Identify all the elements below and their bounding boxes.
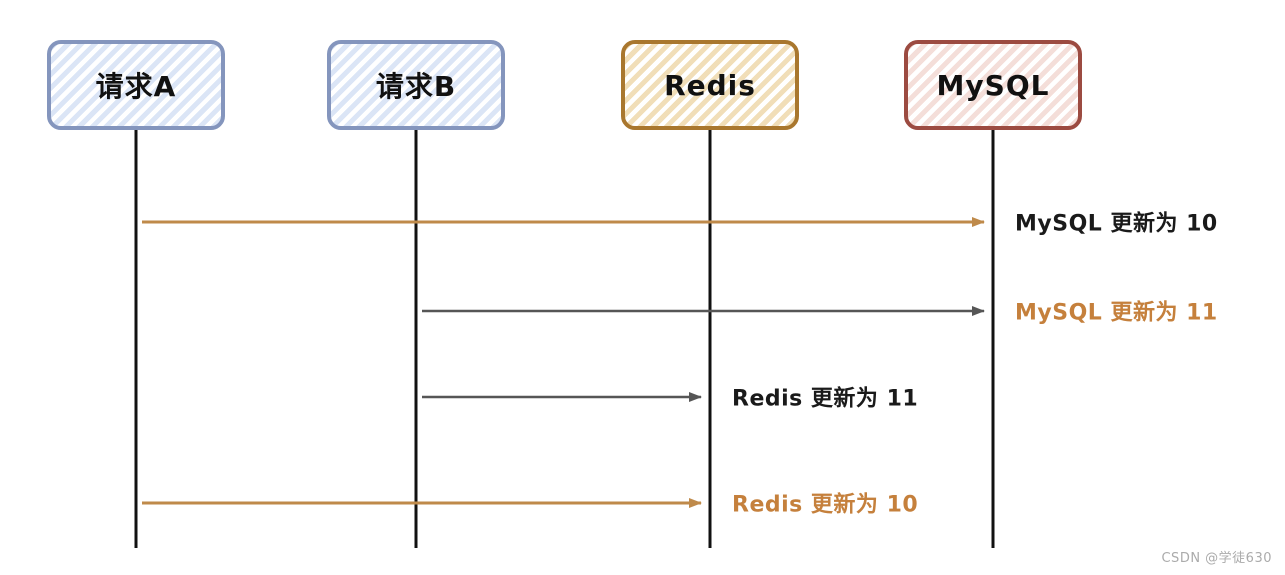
- actor-box-reqB: 请求B: [327, 40, 505, 130]
- message-label-3: Redis 更新为 11: [732, 386, 919, 412]
- actor-box-redis: Redis: [621, 40, 799, 130]
- actor-label-reqA: 请求A: [95, 70, 177, 103]
- lifelines: [134, 130, 995, 548]
- actor-box-reqA: 请求A: [47, 40, 225, 130]
- actor-box-mysql: MySQL: [904, 40, 1082, 130]
- actor-label-reqB: 请求B: [375, 70, 457, 103]
- actor-label-redis: Redis: [664, 68, 756, 102]
- message-label-1: MySQL 更新为 10: [1015, 211, 1218, 237]
- message-label-4: Redis 更新为 10: [732, 492, 919, 518]
- message-arrows: [142, 217, 985, 508]
- csdn-watermark: CSDN @学徒630: [1161, 551, 1272, 566]
- message-label-2: MySQL 更新为 11: [1015, 300, 1218, 326]
- actor-label-mysql: MySQL: [936, 68, 1050, 102]
